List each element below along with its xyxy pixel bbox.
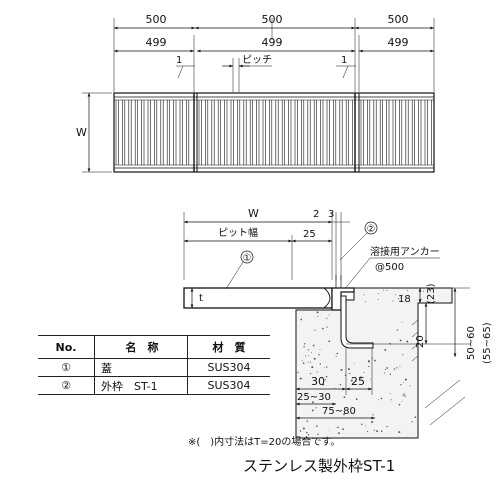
dim-50-60: 50~60 xyxy=(466,326,477,360)
dim-18: 18 xyxy=(398,294,411,305)
anchor-label: 溶接用アンカー xyxy=(370,245,440,258)
table-row: ① 蓋 SUS304 xyxy=(38,358,270,377)
welding-anchor xyxy=(340,295,374,349)
pitch-label: ピッチ xyxy=(242,54,272,66)
dim-20: 20 xyxy=(415,335,426,348)
dim-30: 30 xyxy=(311,375,325,388)
dim-500-left: 500 xyxy=(146,13,167,26)
header-name: 名 称 xyxy=(94,335,188,359)
dimension-note: ※( )内寸法はT=20の場合です。 xyxy=(188,437,341,448)
row-name: 蓋 xyxy=(94,358,188,377)
row-no: ② xyxy=(38,376,95,395)
row-no: ① xyxy=(38,358,95,377)
table-row: ② 外枠 ST-1 SUS304 xyxy=(38,376,270,395)
pit-width-label: ピット幅 xyxy=(218,226,258,239)
anchor-pitch: @500 xyxy=(375,262,404,273)
leader-1-left-label: 1 xyxy=(176,55,182,66)
dim-499-left: 499 xyxy=(146,36,167,49)
dim-23: (23) xyxy=(426,283,437,304)
lid-part-1 xyxy=(183,287,333,309)
dim-75-80: 75~80 xyxy=(322,406,356,417)
row-material: SUS304 xyxy=(187,376,270,395)
w-label-plan: W xyxy=(76,126,87,139)
dim-500-right: 500 xyxy=(388,13,409,26)
dim-2: 2 xyxy=(313,209,319,220)
dim-25-30: 25~30 xyxy=(297,392,331,403)
dim-500-middle: 500 xyxy=(262,13,283,26)
grating-outline xyxy=(113,92,435,173)
grating-bars xyxy=(115,100,435,165)
header-no: No. xyxy=(38,335,95,359)
parts-table-header: No. 名 称 材 質 xyxy=(38,335,270,359)
leader-1-right-label: 1 xyxy=(341,55,347,66)
dim-499-middle: 499 xyxy=(262,36,283,49)
t-label: t xyxy=(199,293,203,304)
row-material: SUS304 xyxy=(187,358,270,377)
section-view: W 2 3 ピット幅 25 ① ② 溶接用アンカー @500 t xyxy=(183,207,493,439)
w-label-section: W xyxy=(248,207,259,220)
dim-25-bottom: 25 xyxy=(351,375,365,388)
dim-25-top: 25 xyxy=(303,229,316,240)
concrete-body xyxy=(295,287,453,439)
drawing-title: ステンレス製外枠ST-1 xyxy=(243,457,396,475)
parts-table: No. 名 称 材 質 ① 蓋 SUS304 ② 外枠 ST-1 SUS304 xyxy=(38,335,270,395)
plan-view: 500 500 500 499 499 499 1 1 ピッチ W xyxy=(76,13,435,173)
callout-2: ② xyxy=(367,224,376,235)
row-name: 外枠 ST-1 xyxy=(94,376,188,395)
callout-1: ① xyxy=(243,253,252,264)
dim-3: 3 xyxy=(328,209,334,220)
dim-55-65: (55~65) xyxy=(482,322,493,364)
header-material: 材 質 xyxy=(187,335,270,359)
dim-499-right: 499 xyxy=(388,36,409,49)
